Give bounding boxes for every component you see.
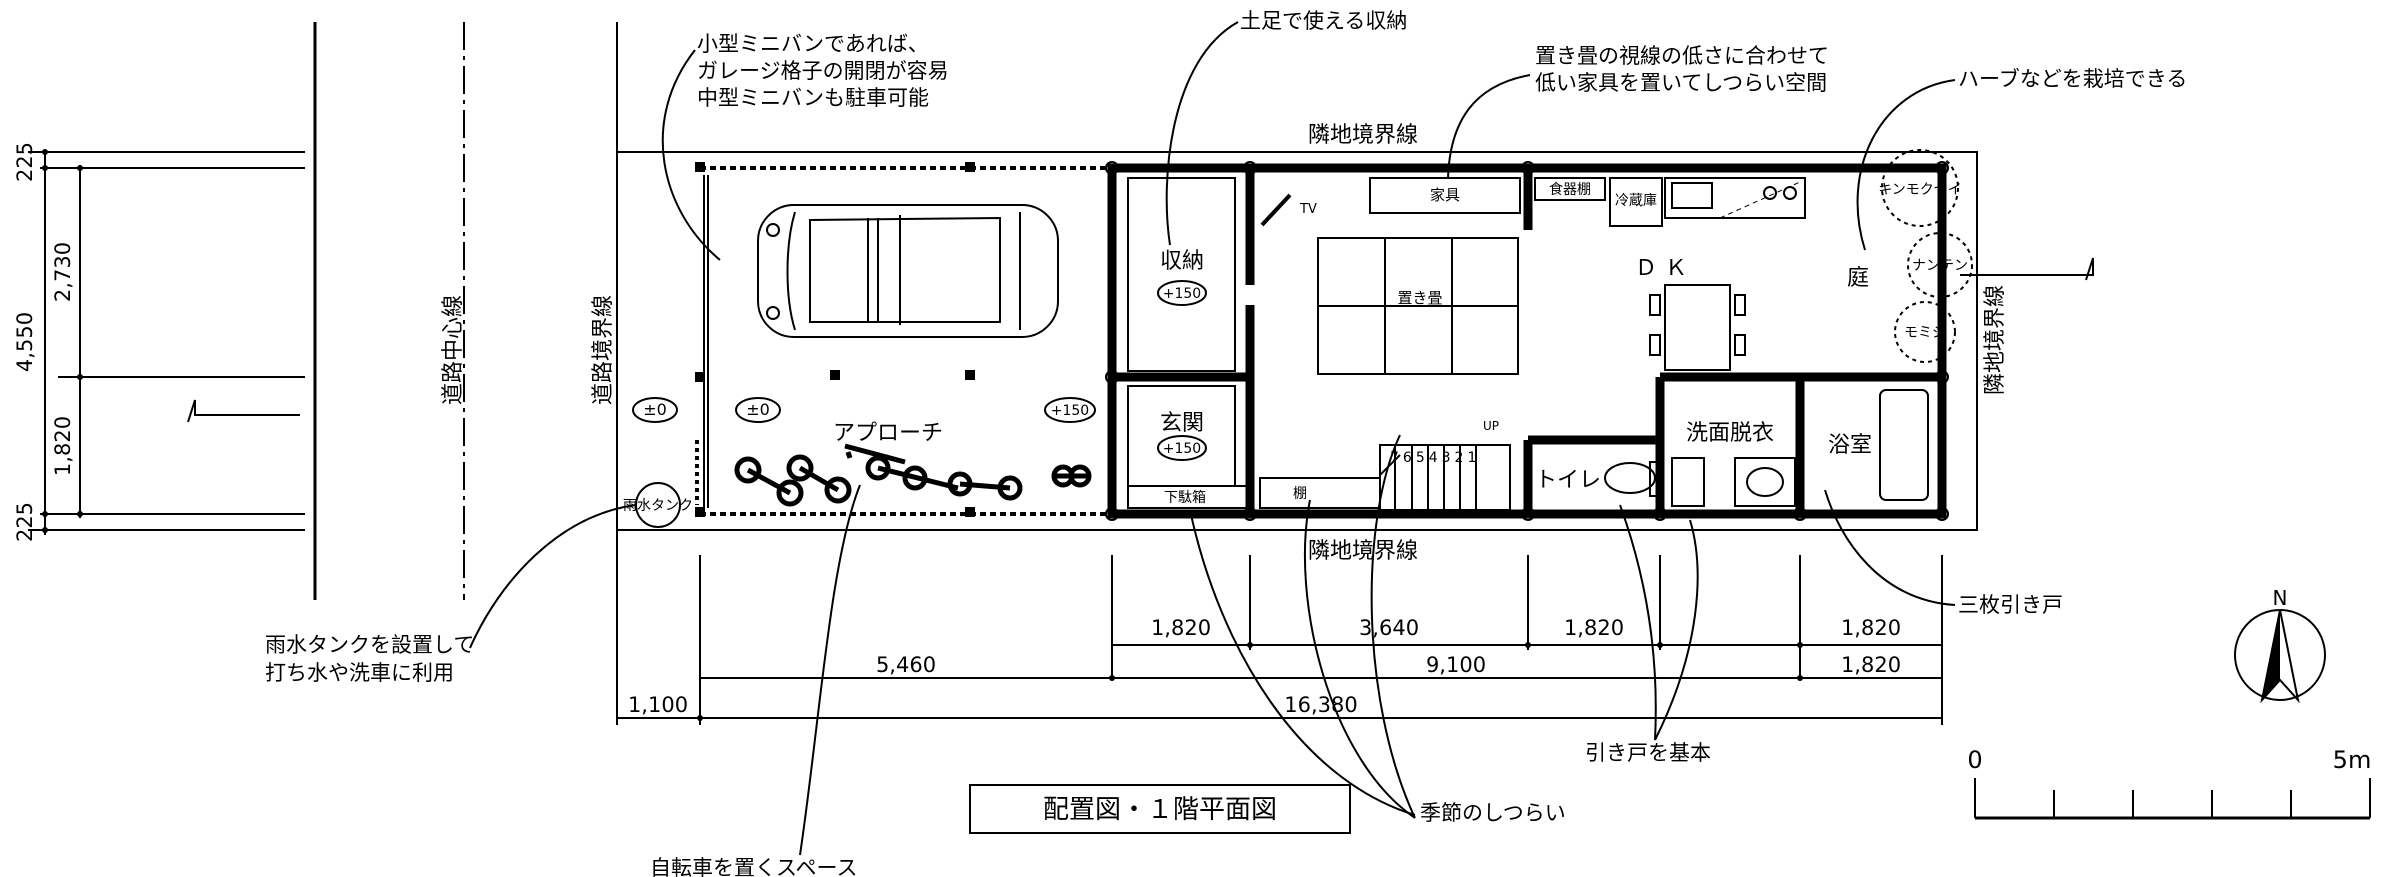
level-approach: ±0	[746, 400, 770, 419]
note-season: 季節のしつらい	[1420, 801, 1566, 825]
dim-row1-1: 1,820	[1151, 616, 1211, 640]
columns	[1105, 161, 1949, 521]
level-approach2: +150	[1051, 403, 1089, 419]
furniture-label: 家具	[1430, 186, 1460, 204]
note-low-furniture-2: 低い家具を置いてしつらい空間	[1535, 71, 1827, 95]
note-doma: 土足で使える収納	[1240, 9, 1407, 33]
garage: アプローチ ±0 ±0 +150 雨水タンク	[623, 162, 1108, 528]
neighbor-top-label: 隣地境界線	[1308, 123, 1418, 148]
level-road: ±0	[643, 400, 667, 419]
north-label: N	[2273, 586, 2288, 610]
dish-shelf-label: 食器棚	[1549, 181, 1591, 198]
neighbor-bottom-label: 隣地境界線	[1308, 539, 1418, 564]
note-minivan-2: ガレージ格子の開閉が容易	[697, 59, 949, 83]
note-rain-1: 雨水タンクを設置して	[265, 633, 474, 657]
dim-left-2730: 2,730	[51, 242, 75, 302]
garden-label: 庭	[1847, 266, 1869, 291]
note-low-furniture-1: 置き畳の視線の低さに合わせて	[1535, 44, 1829, 68]
note-herb: ハーブなどを栽培できる	[1958, 67, 2187, 91]
road-boundary-label: 道路境界線	[591, 295, 616, 405]
kitchen-counter	[1664, 177, 1806, 219]
note-sliding: 引き戸を基本	[1585, 741, 1711, 765]
annotations: 小型ミニバンであれば、 ガレージ格子の開閉が容易 中型ミニバンも駐車可能 土足で…	[265, 9, 2187, 877]
dining-table	[1664, 284, 1731, 371]
bicycle-icon	[734, 443, 1092, 507]
car-icon	[757, 204, 1059, 338]
left-dimensions: 225 2,730 4,550 1,820 225	[13, 142, 305, 542]
stairs	[1379, 444, 1511, 511]
dim-left-225-bottom: 225	[13, 502, 37, 542]
house-walls	[1107, 163, 1947, 519]
washroom-label: 洗面脱衣	[1686, 421, 1774, 446]
toilet-label: トイレ	[1535, 468, 1601, 493]
road: 道路中心線 道路境界線	[313, 22, 618, 725]
tv-label: TV	[1299, 202, 1317, 217]
stair-steps: 7654321	[1390, 450, 1480, 466]
note-minivan-1: 小型ミニバンであれば、	[697, 32, 929, 56]
title-box	[969, 784, 1351, 834]
note-bicycle: 自転車を置くスペース	[650, 856, 857, 877]
scale-start: 0	[1967, 746, 1982, 774]
scale-bar: 0 5m	[1967, 746, 2372, 820]
tatami	[1317, 237, 1519, 375]
plant-nanten: ナンテン	[1912, 258, 1968, 274]
stair-up: UP	[1483, 419, 1499, 433]
note-rain-2: 打ち水や洗車に利用	[265, 661, 454, 685]
entrance-level: +150	[1163, 441, 1201, 457]
dim-left-225-top: 225	[13, 142, 37, 182]
rain-tank-label: 雨水タンク	[623, 498, 693, 514]
dim-row2-2: 9,100	[1426, 653, 1486, 677]
dim-row1-2: 3,640	[1359, 616, 1419, 640]
dim-row3-1: 1,100	[628, 693, 688, 717]
shoe-rack-label: 下駄箱	[1164, 490, 1206, 506]
bath-label: 浴室	[1828, 433, 1872, 458]
dim-row3-2: 16,380	[1284, 693, 1357, 717]
bathtub	[1879, 389, 1929, 501]
scale-end: 5m	[2333, 746, 2372, 774]
site-boundary	[616, 151, 1978, 531]
okidatami-label: 置き畳	[1397, 289, 1442, 307]
dim-row2-3: 1,820	[1841, 653, 1901, 677]
dim-left-4550: 4,550	[13, 312, 37, 372]
page-title: 配置図・１階平面図	[1043, 795, 1277, 825]
shelf-label: 棚	[1293, 486, 1307, 502]
plant-kinmokusei: キンモクセイ	[1878, 182, 1962, 198]
note-three-door: 三枚引き戸	[1958, 593, 2063, 617]
approach-label: アプローチ	[833, 421, 943, 446]
storage-level: +150	[1163, 286, 1201, 302]
dim-row2-1: 5,460	[876, 653, 936, 677]
road-center-label: 道路中心線	[441, 295, 466, 405]
dim-row1-3: 1,820	[1564, 616, 1624, 640]
dim-left-1820: 1,820	[51, 416, 75, 476]
north-arrow-icon: N	[2234, 586, 2326, 704]
plant-momiji: モミジ	[1904, 325, 1946, 341]
note-minivan-3: 中型ミニバンも駐車可能	[697, 86, 929, 110]
entrance-label: 玄関	[1160, 411, 1204, 436]
fridge-label: 冷蔵庫	[1615, 192, 1657, 209]
neighbor-right-label: 隣地境界線	[1983, 285, 2008, 395]
dim-row1-4: 1,820	[1841, 616, 1901, 640]
bottom-dimensions: 1,820 3,640 1,820 1,820 5,460 9,100 1,82…	[616, 555, 1943, 725]
storage-label: 収納	[1160, 249, 1204, 274]
dk-label: ＤＫ	[1635, 256, 1695, 281]
